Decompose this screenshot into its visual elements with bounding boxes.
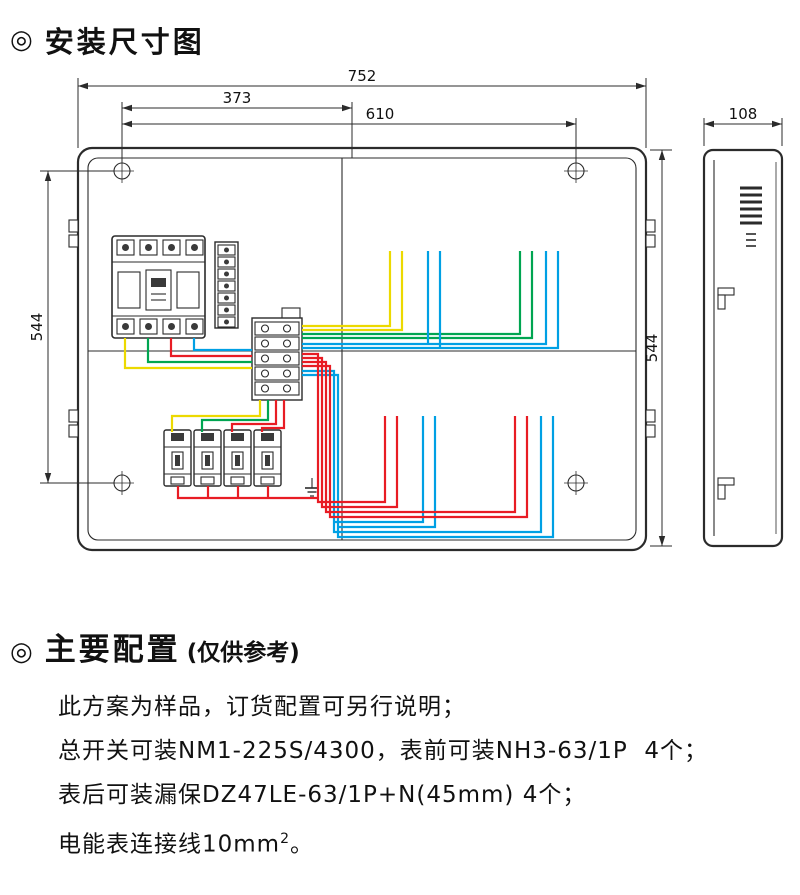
config-section: ◎ 主要配置 (仅供参考) 此方案为样品，订货配置可另行说明； 总开关可装NM1…: [0, 624, 800, 867]
blue-wires: [192, 251, 560, 539]
install-title: 安装尺寸图: [44, 25, 205, 59]
bullseye-icon: ◎: [10, 637, 33, 667]
red-wires: [169, 338, 529, 519]
dimension-arrows: [44, 82, 782, 546]
dim-overall-width: 752: [348, 67, 377, 85]
dim-height-left: 544: [28, 313, 46, 342]
ground-symbol: [305, 478, 319, 497]
section-title-install: ◎ 安装尺寸图: [0, 0, 800, 66]
config-line: 总开关可装NM1-225S/4300，表前可装NH3-63/1P 4个；: [58, 738, 708, 764]
dimension-lines: [40, 78, 783, 547]
dimension-labels: 752 373 610 544 544 108: [28, 67, 757, 362]
branch-breaker: [163, 429, 192, 487]
vent-slots: [740, 186, 762, 247]
front-view: [68, 146, 656, 552]
branch-breaker: [193, 429, 222, 487]
branch-breakers: [163, 429, 282, 487]
bullseye-icon: ◎: [10, 25, 33, 55]
config-heading: 主要配置: [44, 632, 181, 668]
edge-tabs: [68, 219, 656, 438]
config-line-wire-text: 电能表连接线10mm: [58, 831, 281, 858]
dim-left-width: 373: [223, 89, 252, 107]
dim-height-right: 544: [643, 334, 661, 363]
main-breaker: [111, 235, 206, 339]
branch-breaker: [223, 429, 252, 487]
config-line: 此方案为样品，订货配置可另行说明；: [58, 694, 466, 720]
dimension-diagram: 752 373 610 544 544 108: [0, 66, 800, 576]
config-line: 电能表连接线10mm2。: [58, 817, 800, 867]
branch-breaker: [253, 429, 282, 487]
side-view: [702, 148, 784, 548]
terminal-block: [251, 307, 303, 401]
mounting-brackets: [717, 287, 735, 500]
config-heading-note: (仅供参考): [186, 640, 300, 666]
terminal-strip: [214, 241, 239, 329]
dim-depth: 108: [729, 105, 758, 123]
config-line-wire-sup: 2: [280, 831, 290, 847]
dim-hole-span: 610: [366, 105, 395, 123]
config-line-wire-end: 。: [290, 831, 314, 858]
installation-drawing: 752 373 610 544 544 108: [28, 67, 784, 552]
config-heading-row: ◎ 主要配置 (仅供参考): [10, 624, 800, 669]
config-line: 表后可装漏保DZ47LE-63/1P+N(45mm) 4个；: [58, 782, 587, 808]
green-wires: [146, 251, 534, 432]
config-lines: 此方案为样品，订货配置可另行说明； 总开关可装NM1-225S/4300，表前可…: [58, 685, 800, 867]
yellow-wires: [123, 251, 404, 432]
